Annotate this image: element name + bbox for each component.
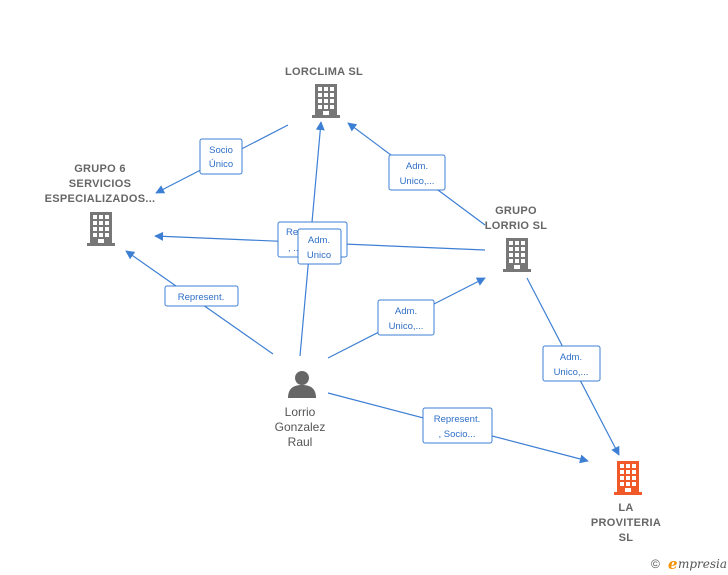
edge-label-adm-lorrio-proviteria[interactable]: Adm. Unico,... <box>542 345 601 382</box>
edge-label-line: Represent. <box>178 292 224 303</box>
building-icon <box>312 84 340 118</box>
building-icon <box>87 212 115 246</box>
edge-label-adm-person-lorrio[interactable]: Adm. Unico,... <box>377 299 435 336</box>
node-label: LORRIO SL <box>485 220 548 232</box>
node-label: Lorrio <box>285 405 316 419</box>
edge-label-line: Adm. <box>560 352 582 363</box>
node-label: ESPECIALIZADOS... <box>45 193 156 205</box>
edge-label-line: Adm. <box>406 161 428 172</box>
node-grupo-lorrio[interactable]: GRUPO LORRIO SL <box>485 205 548 272</box>
edge-label-line: Represent. <box>434 414 480 425</box>
edge-label-adm-unico-overlap[interactable]: Adm. Unico <box>297 228 342 265</box>
edge-label-line: Unico <box>307 250 331 261</box>
node-label: Raul <box>288 435 313 449</box>
edge-label-represent-socio[interactable]: Represent. , Socio... <box>422 407 493 444</box>
person-icon <box>288 371 316 398</box>
building-icon <box>503 238 531 272</box>
node-lorclima[interactable]: LORCLIMA SL <box>285 66 363 118</box>
node-person[interactable]: Lorrio Gonzalez Raul <box>275 371 326 449</box>
node-label: PROVITERIA <box>591 517 661 529</box>
edge-label-adm-lorrio-lorclima[interactable]: Adm. Unico,... <box>388 154 446 191</box>
edge-label-line: Adm. <box>308 235 330 246</box>
edge-label-line: Unico,... <box>554 367 589 378</box>
edge-label-line: Unico,... <box>389 321 424 332</box>
brand-footer: © e mpresia <box>651 555 727 573</box>
edge-label-socio-unico[interactable]: Socio Único <box>199 138 243 175</box>
node-label: LORCLIMA SL <box>285 66 363 78</box>
brand-logo-text: mpresia <box>678 557 727 571</box>
node-la-proviteria[interactable]: LA PROVITERIA SL <box>591 461 661 544</box>
edge-label-line: Socio <box>209 145 233 156</box>
copyright-symbol: © <box>651 557 660 571</box>
building-icon <box>614 461 642 495</box>
edge-label-line: , ... <box>288 243 301 254</box>
edge-label-line: Adm. <box>395 306 417 317</box>
node-label: SERVICIOS <box>69 178 131 190</box>
edge-label-line: , Socio... <box>439 429 476 440</box>
node-label: GRUPO <box>495 205 537 217</box>
node-label: Gonzalez <box>275 420 326 434</box>
edge-label-line: Único <box>209 159 233 170</box>
node-label: SL <box>619 532 634 544</box>
node-label: GRUPO 6 <box>74 163 126 175</box>
node-grupo6[interactable]: GRUPO 6 SERVICIOS ESPECIALIZADOS... <box>45 163 156 246</box>
edge-label-line: Unico,... <box>400 176 435 187</box>
node-label: LA <box>618 502 633 514</box>
edge-label-represent-person-grupo6[interactable]: Represent. <box>164 285 239 307</box>
brand-logo-initial: e <box>668 555 678 573</box>
